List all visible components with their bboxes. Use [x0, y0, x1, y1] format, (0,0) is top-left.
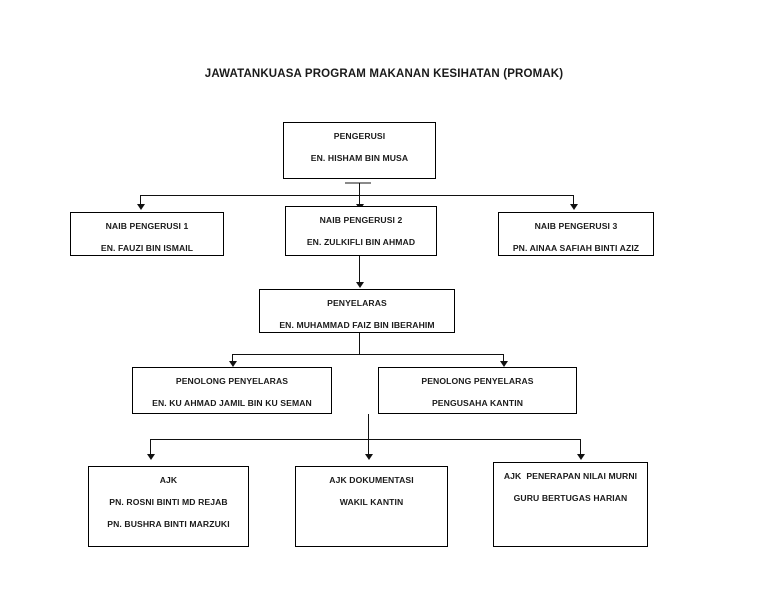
- node-ajk-dok-person: WAKIL KANTIN: [339, 496, 404, 507]
- page-title: JAWATANKUASA PROGRAM MAKANAN KESIHATAN (…: [204, 68, 564, 80]
- divider-dash: [345, 182, 371, 184]
- node-ajk-dokumentasi[interactable]: AJK DOKUMENTASI WAKIL KANTIN: [295, 466, 448, 547]
- connector-penolong-bus: [232, 354, 504, 356]
- connector-ajk-drop: [368, 414, 370, 440]
- arrow-to-ajk-dokumentasi: [364, 454, 373, 460]
- node-naib2-person: EN. ZULKIFLI BIN AHMAD: [306, 236, 416, 247]
- connector-pengerusi-drop: [359, 183, 361, 196]
- connector-ajk-bus: [150, 439, 581, 441]
- node-naib3-person: PN. AINAA SAFIAH BINTI AZIZ: [512, 242, 640, 253]
- connector-naib3-drop: [573, 195, 575, 206]
- connector-ajk-left-drop: [150, 439, 152, 455]
- connector-naib2-drop: [359, 195, 361, 206]
- node-penolong2-role: PENOLONG PENYELARAS: [421, 376, 534, 386]
- node-penyelaras-person: EN. MUHAMMAD FAIZ BIN IBERAHIM: [279, 319, 435, 330]
- node-penolong-penyelaras-2[interactable]: PENOLONG PENYELARAS PENGUSAHA KANTIN: [378, 367, 577, 414]
- connector-ajk-mid-drop: [368, 439, 370, 455]
- node-naib3-role: NAIB PENGERUSI 3: [534, 221, 618, 231]
- node-pengerusi-role: PENGERUSI: [333, 131, 386, 141]
- node-pengerusi[interactable]: PENGERUSI EN. HISHAM BIN MUSA: [283, 122, 436, 179]
- arrow-to-penolong2: [499, 361, 508, 367]
- connector-penolong1-drop: [232, 354, 234, 363]
- node-ajk-penerapan-nilai-murni[interactable]: AJK PENERAPAN NILAI MURNI GURU BERTUGAS …: [493, 462, 648, 547]
- node-naib1-person: EN. FAUZI BIN ISMAIL: [100, 242, 194, 253]
- node-ajk[interactable]: AJK PN. ROSNI BINTI MD REJAB PN. BUSHRA …: [88, 466, 249, 547]
- connector-naib2-to-penyelaras: [359, 256, 361, 283]
- node-penolong2-person: PENGUSAHA KANTIN: [431, 397, 524, 408]
- node-ajk-dok-role: AJK DOKUMENTASI: [329, 475, 414, 485]
- node-naib2-role: NAIB PENGERUSI 2: [319, 215, 403, 225]
- arrow-to-ajk-nilai-murni: [576, 454, 585, 460]
- node-pengerusi-person: EN. HISHAM BIN MUSA: [310, 152, 409, 163]
- node-penolong-penyelaras-1[interactable]: PENOLONG PENYELARAS EN. KU AHMAD JAMIL B…: [132, 367, 332, 414]
- node-penyelaras[interactable]: PENYELARAS EN. MUHAMMAD FAIZ BIN IBERAHI…: [259, 289, 455, 333]
- connector-naib1-drop: [140, 195, 142, 206]
- node-ajk-nilai-role: AJK PENERAPAN NILAI MURNI: [503, 471, 638, 481]
- arrow-to-naib1: [136, 204, 145, 210]
- node-ajk-person-1: PN. ROSNI BINTI MD REJAB: [109, 496, 228, 507]
- node-ajk-role: AJK: [159, 475, 178, 485]
- connector-penolong2-drop: [503, 354, 505, 363]
- node-naib-pengerusi-3[interactable]: NAIB PENGERUSI 3 PN. AINAA SAFIAH BINTI …: [498, 212, 654, 256]
- arrow-to-penolong1: [228, 361, 237, 367]
- node-penolong1-person: EN. KU AHMAD JAMIL BIN KU SEMAN: [152, 397, 312, 408]
- connector-ajk-right-drop: [580, 439, 582, 455]
- node-penolong1-role: PENOLONG PENYELARAS: [175, 376, 289, 386]
- node-naib-pengerusi-1[interactable]: NAIB PENGERUSI 1 EN. FAUZI BIN ISMAIL: [70, 212, 224, 256]
- connector-penyelaras-drop: [359, 333, 361, 355]
- arrow-to-penyelaras: [355, 282, 364, 288]
- node-penyelaras-role: PENYELARAS: [327, 298, 387, 308]
- node-ajk-nilai-person: GURU BERTUGAS HARIAN: [513, 492, 628, 503]
- node-ajk-person-2: PN. BUSHRA BINTI MARZUKI: [107, 518, 230, 529]
- arrow-to-ajk: [146, 454, 155, 460]
- arrow-to-naib3: [569, 204, 578, 210]
- node-naib1-role: NAIB PENGERUSI 1: [105, 221, 189, 231]
- node-naib-pengerusi-2[interactable]: NAIB PENGERUSI 2 EN. ZULKIFLI BIN AHMAD: [285, 206, 437, 256]
- connector-level2-bus: [140, 195, 574, 197]
